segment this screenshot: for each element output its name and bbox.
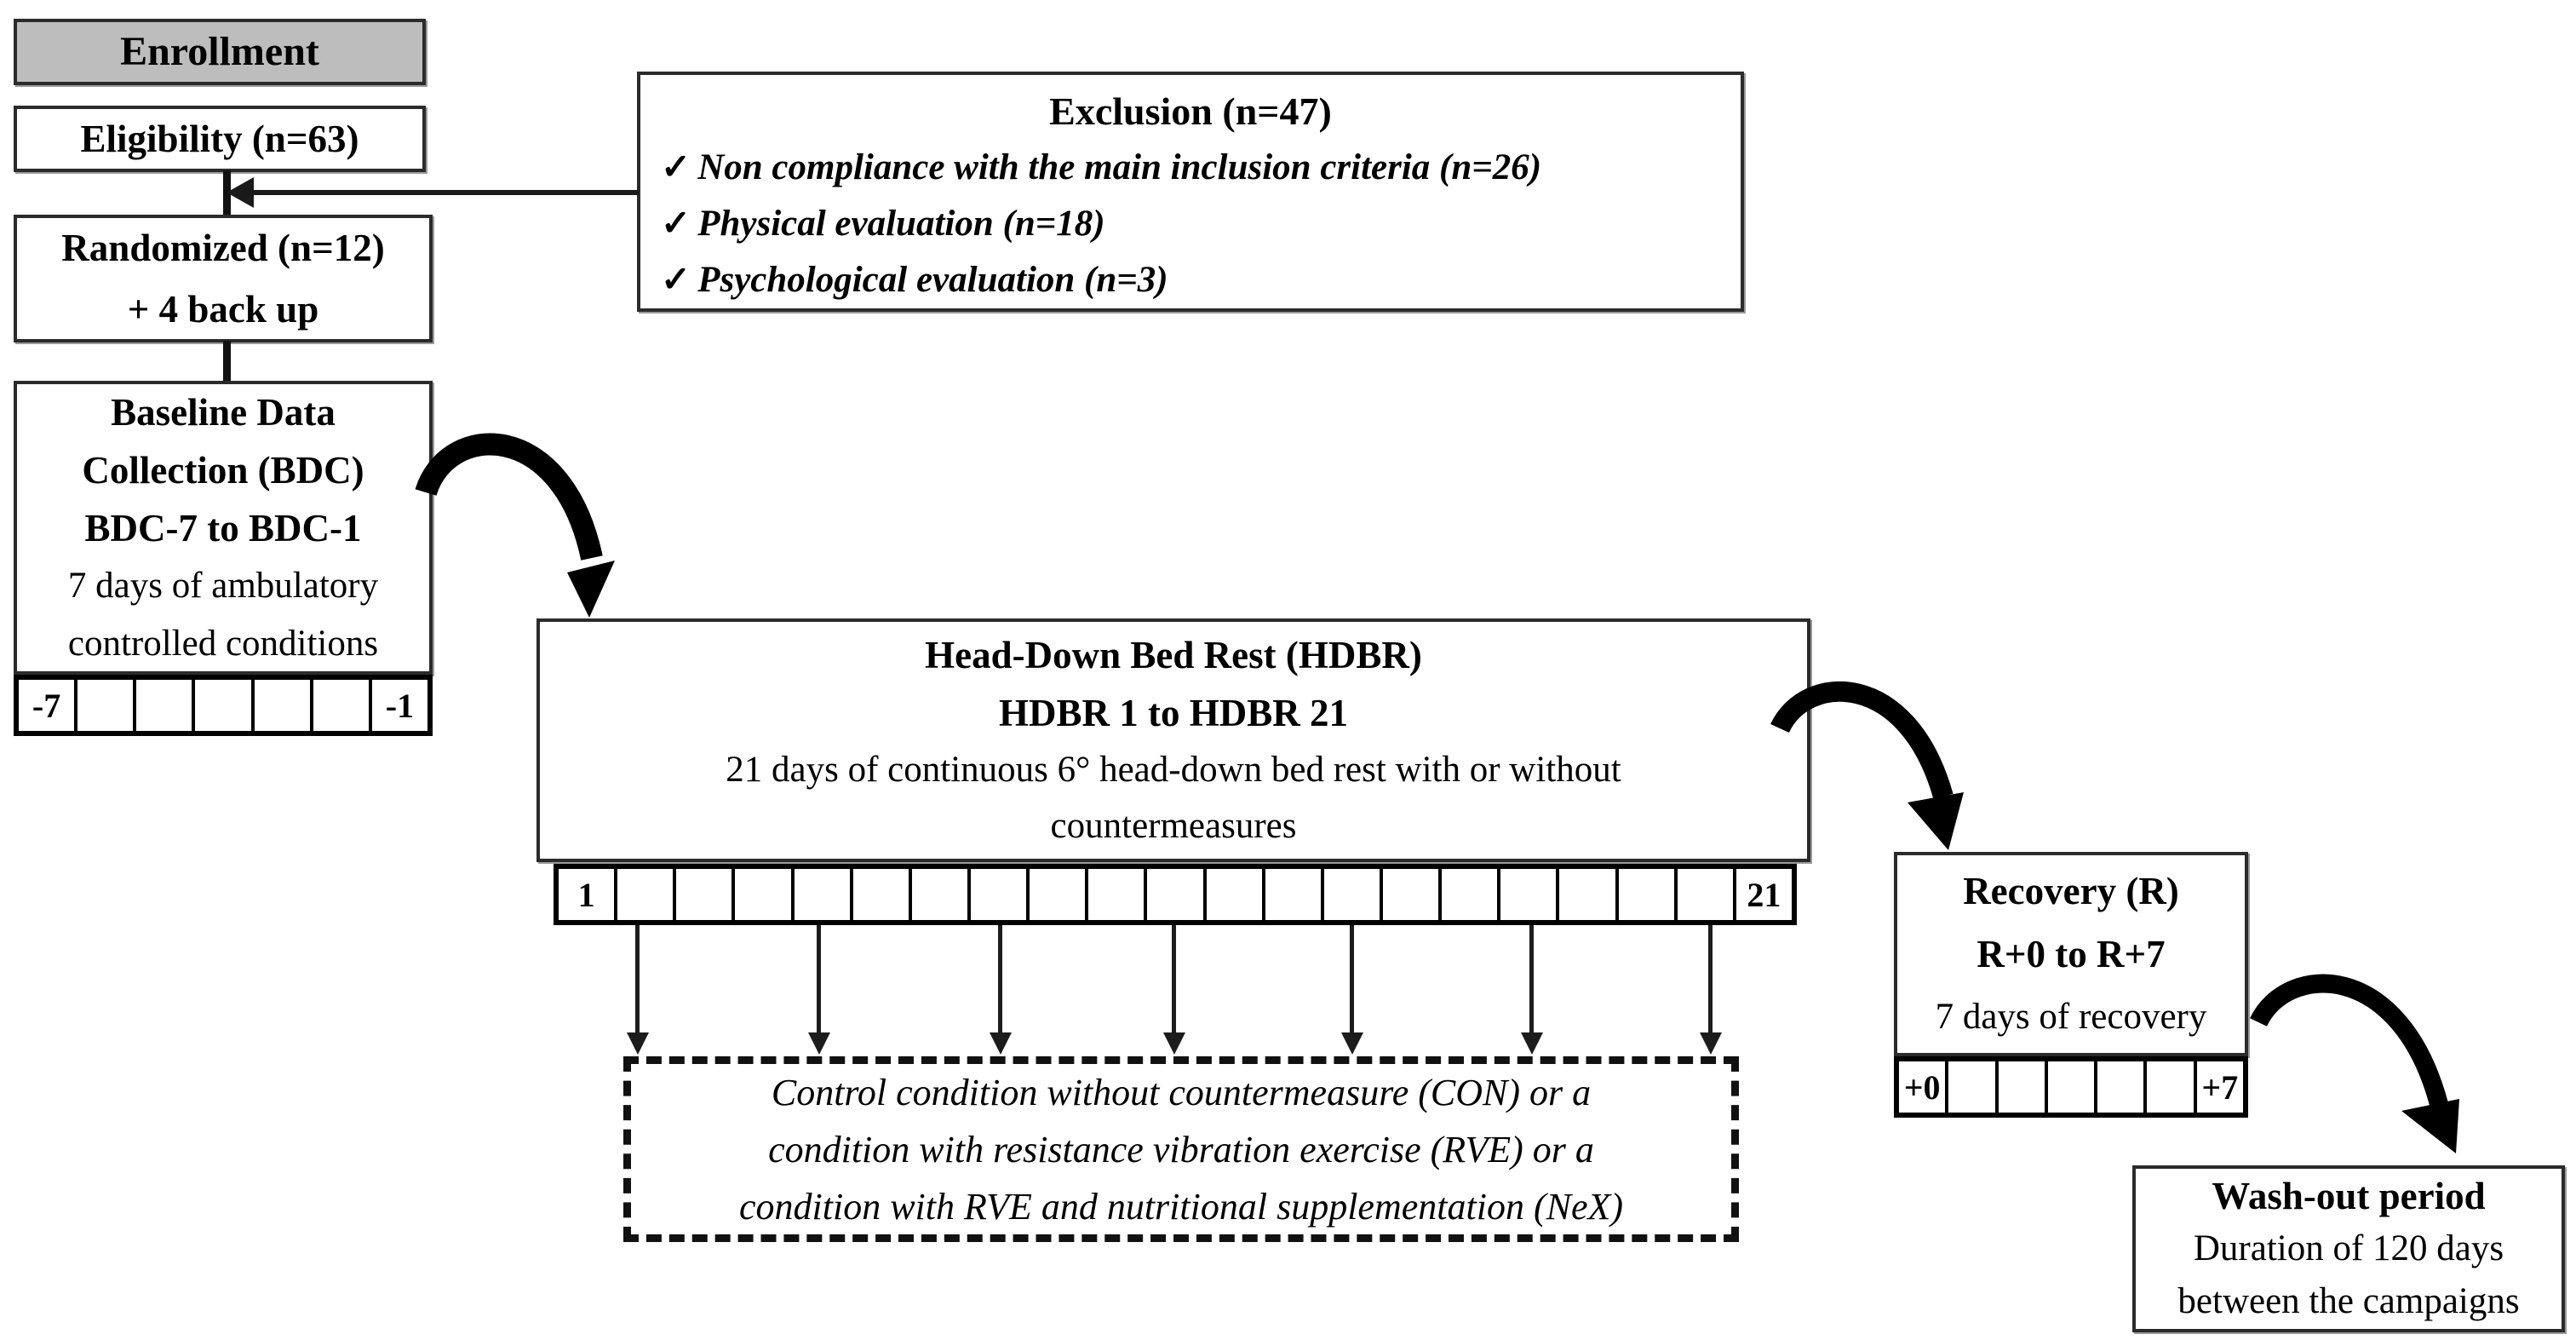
exclusion-arrow bbox=[227, 175, 639, 210]
baseline-body-line: 7 days of ambulatory bbox=[67, 565, 379, 606]
hdbr-box: Head-Down Bed Rest (HDBR) HDBR 1 to HDBR… bbox=[536, 618, 1810, 862]
washout-body-line: between the campaigns bbox=[2177, 1281, 2520, 1321]
condition-arrow bbox=[635, 925, 640, 1034]
eligibility-box: Eligibility (n=63) bbox=[14, 106, 426, 172]
timeline-day-cell bbox=[77, 680, 137, 731]
timeline-day-cell: -1 bbox=[385, 686, 415, 725]
exclusion-item-text: Physical evaluation (n=18) bbox=[697, 204, 1105, 244]
check-icon: ✓ bbox=[661, 204, 691, 244]
hdbr-title-line: Head-Down Bed Rest (HDBR) bbox=[925, 634, 1422, 676]
timeline-day-cell bbox=[1442, 869, 1501, 920]
timeline-day-cell bbox=[735, 869, 795, 920]
exclusion-item: ✓ Non compliance with the main inclusion… bbox=[661, 140, 1720, 196]
timeline-day-cell bbox=[2097, 1061, 2148, 1113]
timeline-day-cell bbox=[2147, 1061, 2197, 1113]
timeline-day-cell bbox=[853, 869, 912, 920]
baseline-box: Baseline Data Collection (BDC) BDC-7 to … bbox=[14, 381, 433, 675]
washout-box: Wash-out period Duration of 120 days bet… bbox=[2132, 1165, 2565, 1332]
timeline-day-cell: -7 bbox=[19, 680, 78, 731]
eligibility-label: Eligibility (n=63) bbox=[80, 118, 359, 160]
recovery-box: Recovery (R) R+0 to R+7 7 days of recove… bbox=[1894, 852, 2248, 1056]
timeline-day-cell bbox=[1500, 869, 1560, 920]
exclusion-item: ✓ Physical evaluation (n=18) bbox=[661, 196, 1720, 252]
recovery-title-line: R+0 to R+7 bbox=[1976, 933, 2166, 975]
conditions-line: condition with RVE and nutritional suppl… bbox=[739, 1185, 1623, 1228]
timeline-day-cell: +0 bbox=[1899, 1061, 1949, 1113]
timeline-day-cell bbox=[1324, 869, 1383, 920]
hdbr-title-line: HDBR 1 to HDBR 21 bbox=[998, 692, 1348, 734]
timeline-day-cell bbox=[1678, 869, 1736, 920]
conditions-line: Control condition without countermeasure… bbox=[771, 1071, 1592, 1113]
connector-randomized-baseline bbox=[223, 341, 231, 382]
timeline-day-cell bbox=[1619, 869, 1678, 920]
baseline-title-line: Baseline Data bbox=[111, 390, 336, 434]
condition-arrow bbox=[1172, 925, 1176, 1034]
exclusion-item-text: Psychological evaluation (n=3) bbox=[697, 260, 1168, 300]
timeline-day-cell bbox=[255, 680, 313, 731]
condition-arrow bbox=[1708, 925, 1713, 1034]
timeline-day-cell bbox=[971, 869, 1030, 920]
curved-arrow-bdc-to-hdbr bbox=[415, 433, 615, 618]
condition-arrow bbox=[998, 925, 1002, 1034]
timeline-day-cell bbox=[2048, 1061, 2098, 1113]
condition-arrow bbox=[1350, 925, 1354, 1034]
exclusion-box: Exclusion (n=47) ✓ Non compliance with t… bbox=[637, 72, 1744, 312]
timeline-day-cell: 1 bbox=[559, 869, 618, 920]
conditions-box: Control condition without countermeasure… bbox=[623, 1056, 1739, 1242]
baseline-title-line: Collection (BDC) bbox=[82, 448, 364, 492]
check-icon: ✓ bbox=[661, 148, 691, 187]
exclusion-arrowhead-icon bbox=[227, 177, 254, 208]
timeline-day-cell bbox=[676, 869, 736, 920]
bdc-timeline: -7 -1 bbox=[14, 675, 433, 736]
curved-arrow-recovery-to-washout bbox=[2250, 974, 2459, 1153]
hdbr-timeline: 1 21 bbox=[554, 864, 1797, 925]
exclusion-title: Exclusion (n=47) bbox=[1049, 89, 1332, 133]
exclusion-item: ✓ Psychological evaluation (n=3) bbox=[661, 252, 1720, 308]
timeline-day-cell bbox=[912, 869, 971, 920]
conditions-line: condition with resistance vibration exer… bbox=[768, 1128, 1594, 1170]
timeline-day-cell bbox=[617, 869, 677, 920]
timeline-day-cell bbox=[1999, 1061, 2048, 1113]
check-icon: ✓ bbox=[661, 261, 691, 300]
timeline-day-cell bbox=[313, 680, 372, 731]
timeline-day-cell: 21 bbox=[1747, 875, 1781, 914]
timeline-day-cell bbox=[1265, 869, 1324, 920]
timeline-day-cell bbox=[1948, 1061, 1999, 1113]
timeline-day-cell bbox=[1559, 869, 1619, 920]
timeline-day-cell: +7 bbox=[2201, 1067, 2239, 1107]
timeline-day-cell bbox=[1088, 869, 1148, 920]
timeline-day-cell bbox=[795, 869, 853, 920]
condition-arrow bbox=[1529, 925, 1534, 1034]
timeline-day-cell bbox=[1030, 869, 1089, 920]
hdbr-body-line: 21 days of continuous 6° head-down bed r… bbox=[726, 750, 1621, 790]
exclusion-arrow-line bbox=[249, 190, 639, 195]
baseline-title-line: BDC-7 to BDC-1 bbox=[84, 506, 362, 549]
enrollment-label: Enrollment bbox=[120, 29, 319, 74]
enrollment-box: Enrollment bbox=[14, 19, 426, 85]
exclusion-item-text: Non compliance with the main inclusion c… bbox=[697, 147, 1542, 187]
timeline-day-cell bbox=[195, 680, 255, 731]
recovery-title-line: Recovery (R) bbox=[1963, 870, 2179, 912]
timeline-day-cell bbox=[1147, 869, 1207, 920]
condition-arrow bbox=[817, 925, 821, 1034]
timeline-day-cell bbox=[1207, 869, 1265, 920]
recovery-body-line: 7 days of recovery bbox=[1935, 997, 2207, 1037]
timeline-day-cell bbox=[136, 680, 196, 731]
washout-body-line: Duration of 120 days bbox=[2193, 1228, 2504, 1268]
curved-arrow-hdbr-to-recovery bbox=[1770, 681, 1964, 850]
timeline-day-cell bbox=[1383, 869, 1443, 920]
randomized-box: Randomized (n=12) + 4 back up bbox=[14, 215, 433, 342]
randomized-line: Randomized (n=12) bbox=[61, 227, 385, 269]
recovery-timeline: +0 +7 bbox=[1894, 1056, 2248, 1118]
hdbr-body-line: countermeasures bbox=[1050, 806, 1297, 846]
randomized-line: + 4 back up bbox=[127, 288, 319, 331]
washout-title: Wash-out period bbox=[2212, 1175, 2486, 1217]
baseline-body-line: controlled conditions bbox=[67, 623, 379, 664]
